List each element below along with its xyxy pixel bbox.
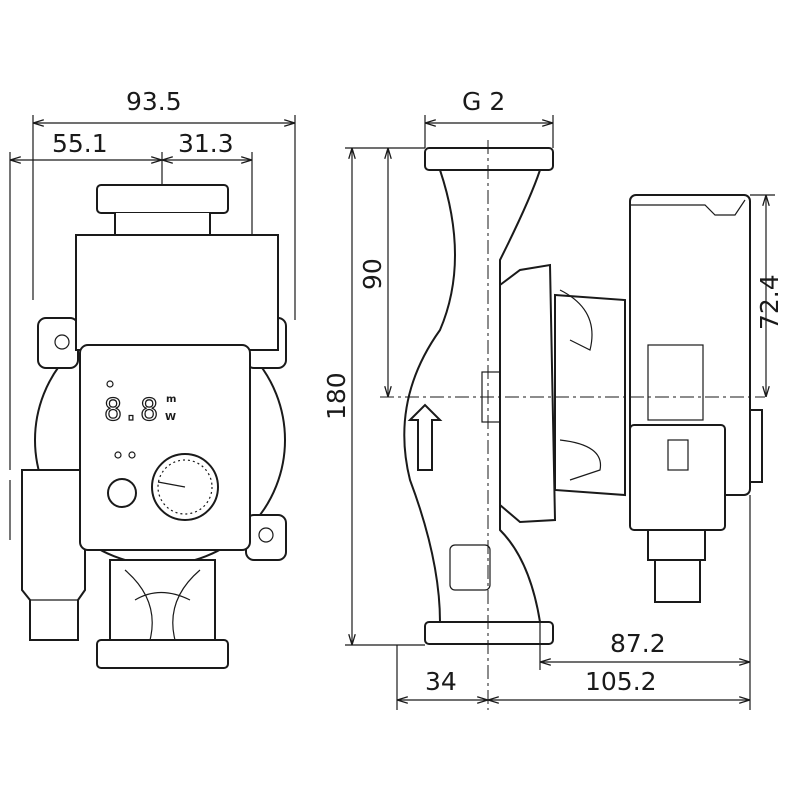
- dim-connection: G 2: [462, 87, 505, 116]
- front-view: 8.8 m W: [9, 184, 287, 669]
- lower-body: [109, 559, 216, 641]
- motor-top-block: [75, 234, 279, 351]
- status-led-2: [128, 451, 136, 459]
- terminal-box: [629, 424, 726, 531]
- control-panel: [79, 344, 251, 551]
- display-digits: 8.8: [104, 393, 158, 428]
- dim-right-offset: 31.3: [178, 129, 234, 158]
- dim-motor-height: 72.4: [755, 274, 784, 330]
- side-bottom-flange: [424, 621, 554, 645]
- led-display: 8.8 m W: [103, 380, 176, 429]
- dim-total-height: 180: [322, 372, 351, 420]
- connector-body: [647, 529, 706, 561]
- status-led-1: [114, 451, 122, 459]
- connector-plug: [654, 559, 701, 603]
- mount-lug-tl: [37, 317, 79, 369]
- side-view: [380, 140, 765, 710]
- side-dimensions: G 2 180 90 72.4 87.2 34 105.2: [322, 87, 784, 710]
- dim-left-offset: 55.1: [52, 129, 108, 158]
- top-flange: [96, 184, 229, 214]
- dim-total-depth: 105.2: [585, 667, 657, 696]
- dim-rear-depth: 34: [425, 667, 457, 696]
- motor-neck: [554, 293, 626, 497]
- dim-motor-depth: 87.2: [610, 629, 666, 658]
- pump-head: [499, 263, 557, 524]
- flow-arrow-icon: [407, 403, 443, 471]
- cable-gland: [749, 409, 763, 483]
- display-unit-w: W: [165, 412, 176, 423]
- mode-button[interactable]: [107, 478, 137, 508]
- control-knob[interactable]: [151, 453, 219, 521]
- mount-lug-br: [245, 514, 287, 561]
- dim-overall-width: 93.5: [126, 87, 182, 116]
- bottom-flange: [96, 639, 229, 669]
- pump-casing: [403, 169, 542, 623]
- cable-connector: [21, 469, 86, 641]
- side-top-flange: [424, 147, 554, 171]
- dim-half-height: 90: [358, 258, 387, 290]
- display-unit-m: m: [166, 394, 176, 405]
- front-dimensions: 93.5 55.1 31.3: [9, 87, 296, 470]
